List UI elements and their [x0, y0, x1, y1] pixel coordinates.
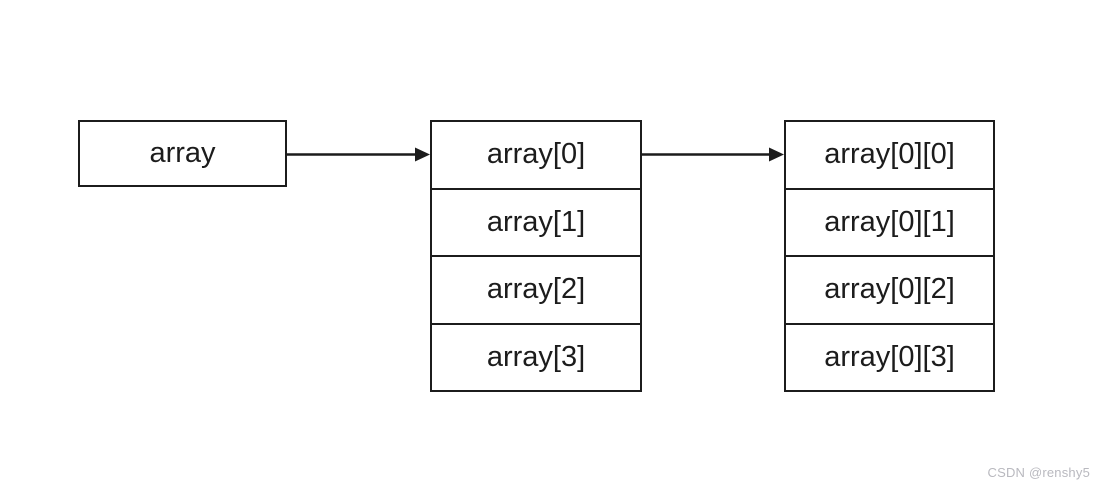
element-cell-label: array[0][0] [824, 138, 955, 171]
row-pointer-column: array[0] array[1] array[2] array[3] [430, 120, 642, 392]
row-pointer-cell-label: array[2] [486, 273, 586, 306]
row-pointer-cell: array[1] [432, 189, 640, 257]
element-column: array[0][0] array[0][1] array[0][2] arra… [784, 120, 995, 392]
row-pointer-cell: array[3] [432, 324, 640, 390]
row-pointer-cell-label: array[1] [486, 205, 586, 238]
element-cell: array[0][2] [786, 257, 993, 325]
element-cell-label: array[0][1] [824, 205, 955, 238]
element-cell: array[0][3] [786, 324, 993, 390]
array-pointer-box: array [78, 120, 287, 187]
array-pointer-label: array [149, 137, 216, 169]
row-pointer-cell-label: array[3] [486, 340, 586, 373]
watermark: CSDN @renshy5 [987, 465, 1090, 480]
arrow-array-to-row0-icon [287, 147, 430, 162]
row-pointer-cell: array[2] [432, 257, 640, 325]
row-pointer-cell: array[0] [432, 122, 640, 190]
row-pointer-cell-label: array[0] [486, 138, 586, 171]
element-cell-label: array[0][2] [824, 273, 955, 306]
element-cell-label: array[0][3] [824, 340, 955, 373]
element-cell: array[0][1] [786, 189, 993, 257]
arrow-row0-to-element0-icon [642, 147, 784, 162]
element-cell: array[0][0] [786, 122, 993, 190]
